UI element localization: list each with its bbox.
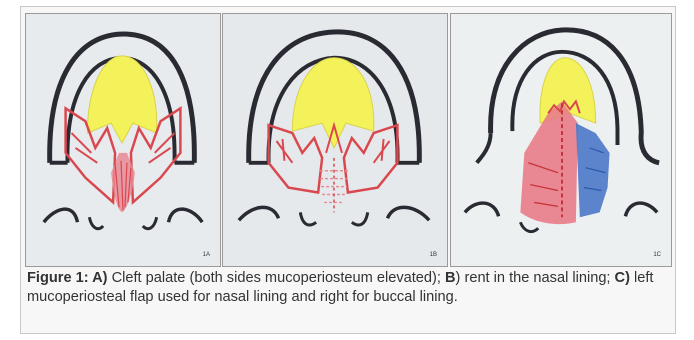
figure-caption: Figure 1: A) Cleft palate (both sides mu…: [27, 269, 671, 307]
figure-panel-a: 1A: [25, 13, 221, 267]
figure-frame: 1A 1B: [20, 6, 676, 334]
panel-c-tag: 1C: [653, 252, 661, 258]
panel-a-tag: 1A: [203, 252, 210, 258]
caption-b-label: B: [445, 270, 456, 286]
caption-part-a: Cleft palate (both sides mucoperiosteum …: [108, 270, 445, 286]
figure-panel-b: 1B: [222, 13, 448, 267]
panel-b-drawing: [223, 14, 447, 266]
caption-c-label: C): [615, 270, 630, 286]
figure-panel-c: 1C: [450, 13, 672, 267]
panel-c-drawing: [451, 14, 671, 266]
caption-part-b: ) rent in the nasal lining;: [456, 270, 615, 286]
panel-b-tag: 1B: [430, 252, 437, 258]
panel-a-drawing: [26, 14, 220, 266]
caption-lead: Figure 1: A): [27, 270, 108, 286]
